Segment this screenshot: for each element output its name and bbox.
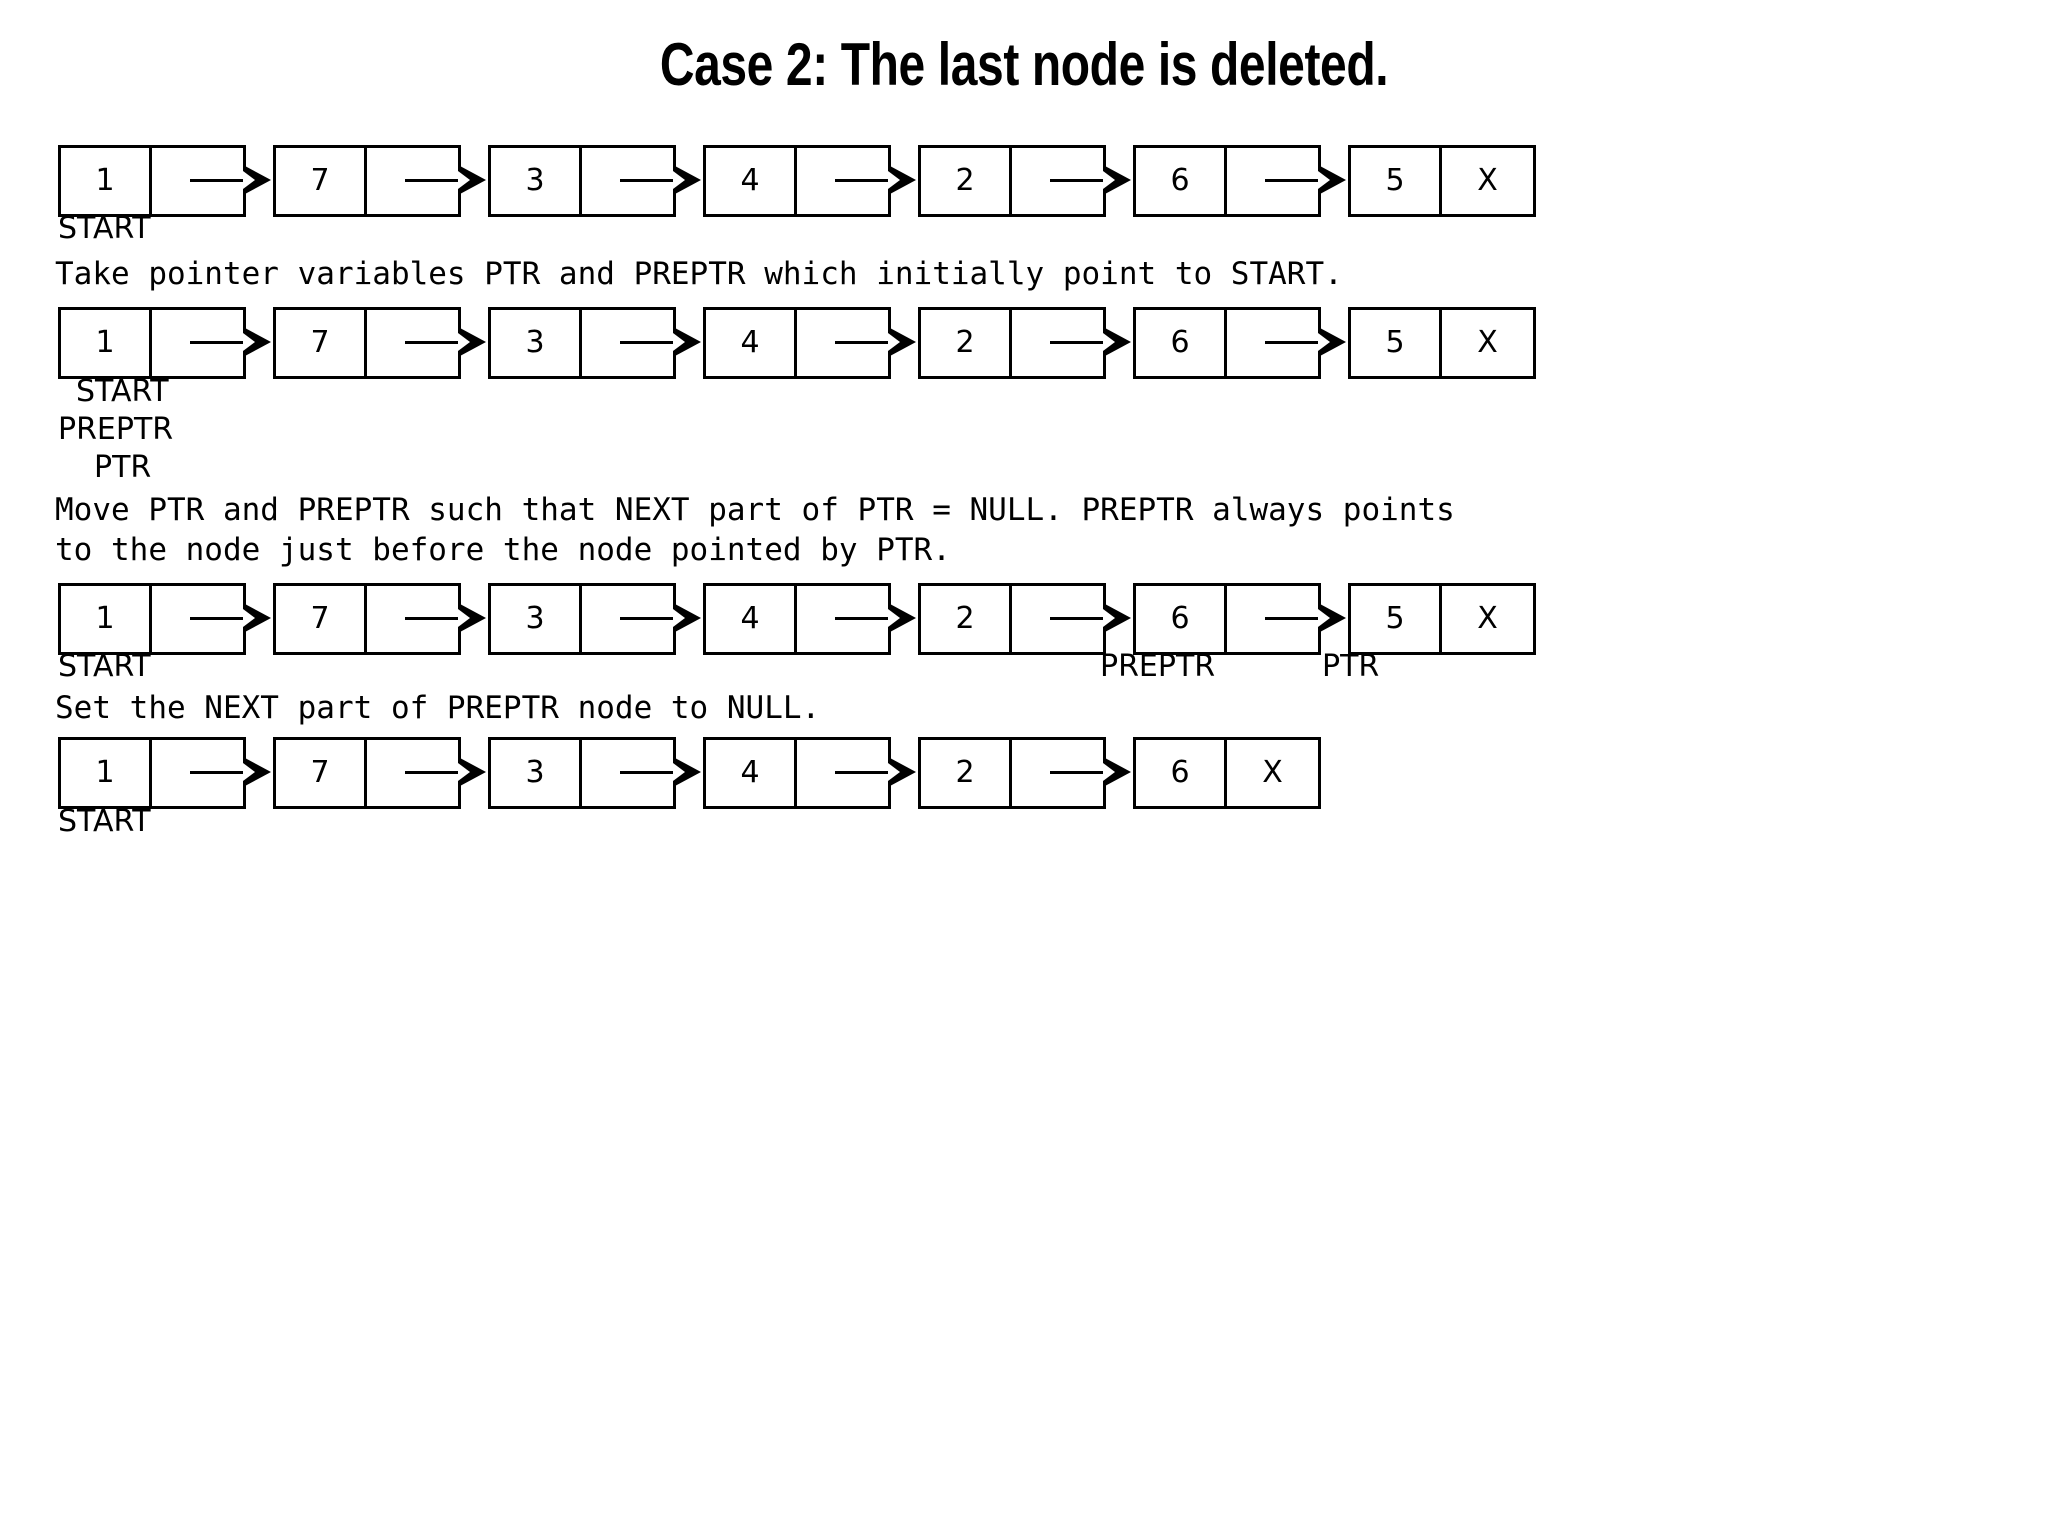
pointer-line [405, 617, 462, 620]
pointer-arrowhead-icon [888, 758, 916, 786]
pointer-line [1050, 617, 1107, 620]
node-data-cell: 5 [1351, 310, 1443, 376]
pointer-line [1050, 771, 1107, 774]
caption-step-2-line-1: Move PTR and PREPTR such that NEXT part … [55, 492, 1455, 528]
node-data-cell: 4 [706, 740, 798, 806]
label-ptr-row3: PTR [1322, 649, 1380, 684]
node-data-cell: 3 [491, 586, 583, 652]
pointer-line [835, 617, 892, 620]
pointer-arrowhead-icon [1318, 604, 1346, 632]
page-title: Case 2: The last node is deleted. [659, 31, 1389, 98]
pointer-arrowhead-icon [673, 166, 701, 194]
pointer-arrowhead-icon [888, 328, 916, 356]
pointer-line [620, 341, 677, 344]
pointer-line [1265, 179, 1322, 182]
pointer-arrowhead-icon [1318, 166, 1346, 194]
node-null-cell: X [1477, 601, 1498, 636]
node-null-cell: X [1262, 755, 1283, 790]
pointer-line [190, 179, 247, 182]
node-data-cell: 6 [1136, 310, 1228, 376]
pointer-arrowhead-icon [458, 758, 486, 786]
node-data-cell: 2 [921, 586, 1013, 652]
caption-step-2-line-2: to the node just before the node pointed… [55, 532, 951, 568]
pointer-line [405, 341, 462, 344]
pointer-line [405, 179, 462, 182]
label-preptr-row3: PREPTR [1100, 649, 1216, 684]
node-data-cell: 2 [921, 148, 1013, 214]
node-data-cell: 5 [1351, 586, 1443, 652]
pointer-line [190, 771, 247, 774]
pointer-arrowhead-icon [243, 166, 271, 194]
node-data-cell: 4 [706, 310, 798, 376]
node-data-cell: 4 [706, 586, 798, 652]
list-node: 3 [488, 583, 676, 655]
label-start-row4: START [58, 804, 151, 839]
pointer-line [190, 341, 247, 344]
node-data-cell: 7 [276, 586, 368, 652]
pointer-line [1265, 341, 1322, 344]
pointer-arrowhead-icon [458, 604, 486, 632]
node-null-cell: X [1477, 163, 1498, 198]
pointer-arrowhead-icon [1318, 328, 1346, 356]
node-data-cell: 1 [61, 586, 153, 652]
pointer-arrowhead-icon [888, 604, 916, 632]
pointer-arrowhead-icon [1103, 328, 1131, 356]
node-data-cell: 7 [276, 310, 368, 376]
label-ptr-row2: PTR [94, 450, 152, 485]
pointer-arrowhead-icon [673, 328, 701, 356]
pointer-arrowhead-icon [673, 758, 701, 786]
node-data-cell: 3 [491, 310, 583, 376]
node-data-cell: 1 [61, 310, 153, 376]
pointer-arrowhead-icon [458, 166, 486, 194]
label-start-row1: START [58, 211, 151, 246]
node-data-cell: 7 [276, 148, 368, 214]
label-start-row3: START [58, 649, 151, 684]
pointer-line [1050, 179, 1107, 182]
node-data-cell: 3 [491, 148, 583, 214]
node-data-cell: 6 [1136, 740, 1228, 806]
pointer-line [620, 179, 677, 182]
pointer-line [190, 617, 247, 620]
pointer-arrowhead-icon [243, 604, 271, 632]
node-data-cell: 2 [921, 740, 1013, 806]
node-data-cell: 3 [491, 740, 583, 806]
pointer-arrowhead-icon [1103, 604, 1131, 632]
node-data-cell: 4 [706, 148, 798, 214]
pointer-line [1265, 617, 1322, 620]
node-data-cell: 1 [61, 148, 153, 214]
pointer-arrowhead-icon [243, 328, 271, 356]
node-null-cell: X [1477, 325, 1498, 360]
pointer-line [835, 179, 892, 182]
node-data-cell: 1 [61, 740, 153, 806]
pointer-line [405, 771, 462, 774]
node-data-cell: 6 [1136, 148, 1228, 214]
pointer-line [620, 617, 677, 620]
pointer-arrowhead-icon [888, 166, 916, 194]
label-preptr-row2: PREPTR [58, 412, 174, 447]
pointer-arrowhead-icon [1103, 166, 1131, 194]
pointer-line [620, 771, 677, 774]
node-data-cell: 6 [1136, 586, 1228, 652]
node-data-cell: 2 [921, 310, 1013, 376]
label-start-row2: START [76, 374, 169, 409]
node-data-cell: 7 [276, 740, 368, 806]
pointer-arrowhead-icon [458, 328, 486, 356]
pointer-line [835, 771, 892, 774]
node-data-cell: 5 [1351, 148, 1443, 214]
pointer-line [835, 341, 892, 344]
pointer-arrowhead-icon [243, 758, 271, 786]
caption-step-3: Set the NEXT part of PREPTR node to NULL… [55, 690, 821, 726]
pointer-arrowhead-icon [1103, 758, 1131, 786]
pointer-arrowhead-icon [673, 604, 701, 632]
caption-step-1: Take pointer variables PTR and PREPTR wh… [55, 256, 1343, 292]
pointer-line [1050, 341, 1107, 344]
